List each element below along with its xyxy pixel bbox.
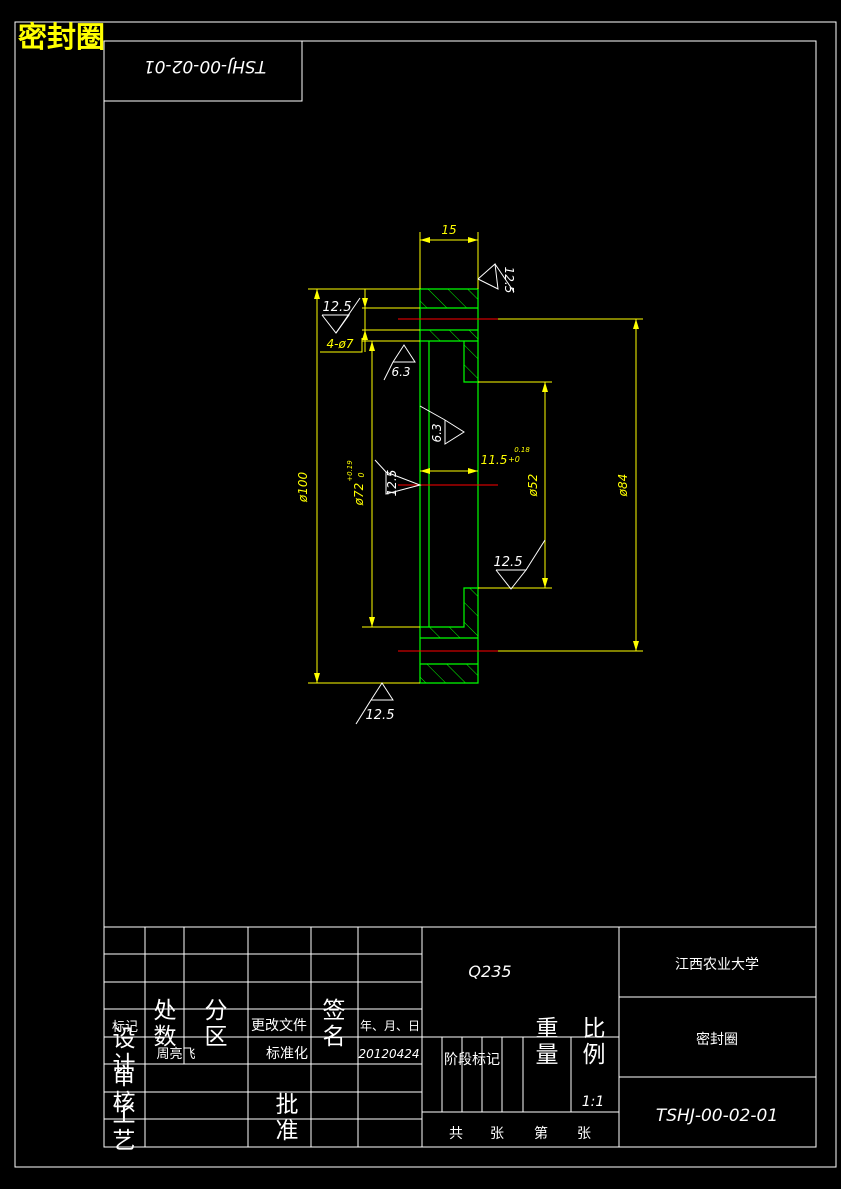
h-date: 年、月、日 (360, 1019, 420, 1033)
outline-outer (419, 288, 479, 684)
r-approve: 批准 (276, 1092, 299, 1144)
h-count: 处数 (154, 998, 177, 1050)
h-sign: 签名 (323, 998, 346, 1050)
hatch-top (420, 289, 478, 308)
dim-width: 15 (441, 223, 456, 237)
di: 第 (534, 1125, 548, 1142)
h-zone: 分区 (205, 998, 228, 1050)
rough-mid-left: 12.5 (385, 470, 399, 497)
hatch-bottom (420, 664, 478, 683)
rough-top: 12.5 (502, 267, 516, 294)
outer-border (14, 21, 837, 1168)
inner-border (103, 40, 817, 1148)
rotated-code: TSHJ-00-02-01 (144, 56, 266, 76)
line-step-top (463, 341, 478, 383)
material: Q235 (468, 962, 511, 981)
dim-d72-sub: 0 (357, 472, 366, 477)
drawing-code: TSHJ-00-02-01 (656, 1106, 778, 1126)
r-process: 工艺 (113, 1102, 136, 1154)
university: 江西农业大学 (675, 957, 759, 973)
r-design: 设计 (113, 1026, 136, 1078)
dim-d52: ø52 (526, 474, 540, 498)
r-date-value: 20120424 (358, 1047, 419, 1061)
h-mark: 标记 (112, 1020, 138, 1035)
dim-holes: 4-ø7 (327, 337, 354, 351)
part-section (398, 288, 498, 684)
hatch-right-top (464, 341, 478, 382)
dim-tol-sub: +0 (508, 455, 520, 464)
dim-d84: ø84 (616, 474, 630, 498)
r-name: 周亮飞 (156, 1046, 195, 1062)
rough-inner: 6.3 (430, 423, 444, 442)
dim-d72-sup: +0.19 (346, 460, 354, 482)
dim-d72: ø72 (352, 483, 366, 507)
rough-bottom: 12.5 (366, 708, 395, 723)
h-doc: 更改文件 (251, 1018, 307, 1034)
weight: 重量 (536, 1016, 559, 1068)
part-name: 密封圈 (696, 1031, 738, 1048)
hatch-right-bottom (420, 588, 478, 638)
code-box (103, 40, 303, 102)
zhang-1: 张 (490, 1126, 504, 1142)
hatch-top-2 (420, 330, 478, 341)
line-step-bottom (420, 587, 478, 628)
r-review: 审核 (113, 1064, 136, 1116)
dimension-lines (308, 232, 643, 684)
dim-tol-sup: 0.18 (514, 446, 530, 454)
rough-left-top: 12.5 (323, 300, 352, 315)
arrowheads (314, 237, 639, 683)
rough-right-low: 12.5 (494, 555, 523, 570)
r-std: 标准化 (266, 1046, 308, 1062)
corner-title: 密封圈 (18, 20, 105, 54)
dim-d100: ø100 (296, 472, 310, 504)
dim-tol-main: 11.5 (481, 453, 508, 467)
zhang-2: 张 (577, 1126, 591, 1142)
scale: 比例 (583, 1016, 606, 1068)
rough-hole: 6.3 (391, 365, 410, 379)
scale-value: 1:1 (582, 1094, 605, 1110)
stage-mark: 阶段标记 (444, 1052, 500, 1068)
roughness-symbols (321, 262, 546, 725)
title-block-grid (103, 926, 817, 1148)
total: 共 (449, 1126, 463, 1142)
